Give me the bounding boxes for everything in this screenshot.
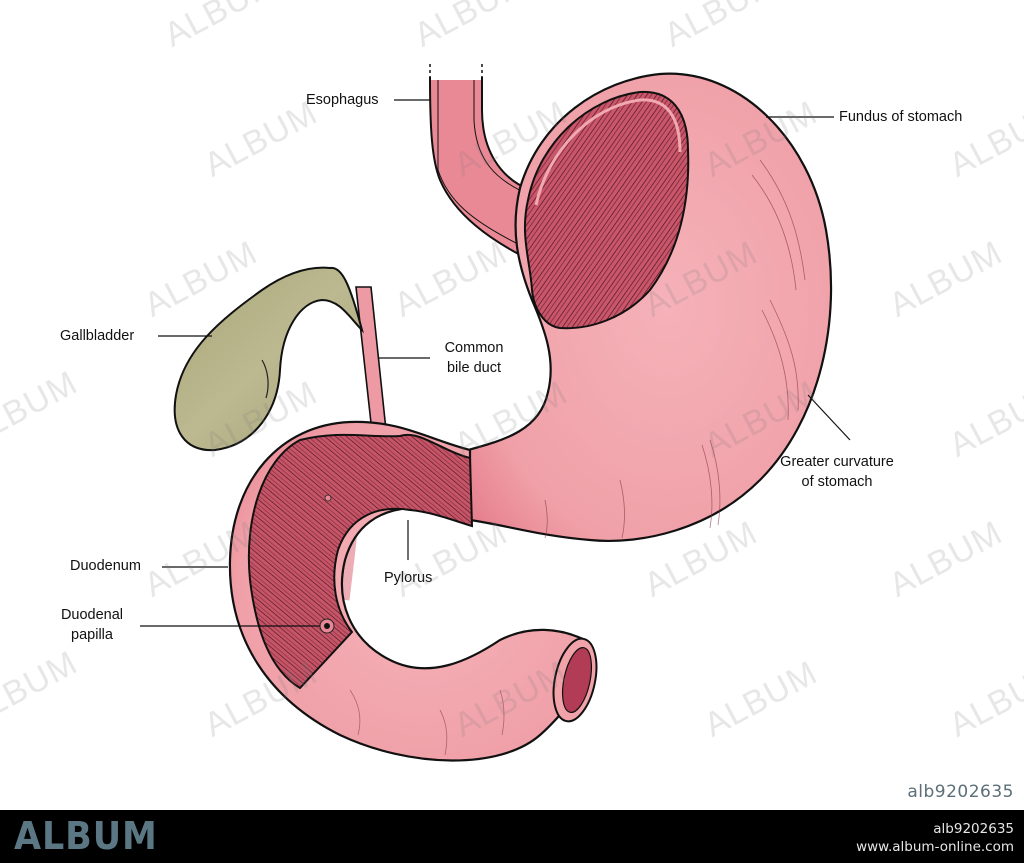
label-duodenal-papilla-line2: papilla bbox=[71, 627, 113, 643]
gallbladder-shape bbox=[173, 266, 364, 452]
website-link[interactable]: www.album-online.com bbox=[856, 839, 1014, 855]
label-greater-curvature-line2: of stomach bbox=[801, 474, 873, 490]
image-id-watermark: alb9202635 bbox=[907, 782, 1014, 802]
anatomy-illustration bbox=[140, 64, 851, 762]
footer-bar: ALBUM alb9202635 www.album-online.com bbox=[0, 810, 1024, 863]
label-gallbladder: Gallbladder bbox=[60, 328, 135, 344]
label-greater-curvature: Greater curvature of stomach bbox=[762, 452, 912, 492]
duodenum-opening bbox=[552, 637, 598, 723]
footer-meta: alb9202635 www.album-online.com bbox=[856, 820, 1014, 856]
label-duodenal-papilla-line1: Duodenal bbox=[60, 607, 124, 623]
stomach-mucosa bbox=[523, 90, 690, 330]
label-fundus-of-stomach: Fundus of stomach bbox=[839, 109, 963, 125]
label-common-bile-duct-line2: bile duct bbox=[446, 360, 501, 376]
anatomy-diagram: Esophagus Fundus of stomach Gallbladder … bbox=[0, 0, 1024, 802]
label-common-bile-duct-line1: Common bbox=[444, 340, 504, 356]
label-esophagus: Esophagus bbox=[306, 92, 379, 108]
label-pylorus: Pylorus bbox=[384, 570, 433, 586]
label-duodenal-papilla: Duodenal papilla bbox=[52, 605, 132, 645]
brand-logo[interactable]: ALBUM bbox=[14, 814, 158, 858]
duodenum-mucosa bbox=[247, 433, 474, 690]
image-id: alb9202635 bbox=[933, 821, 1014, 837]
leader-lines bbox=[140, 99, 851, 627]
label-greater-curvature-line1: Greater curvature bbox=[780, 454, 894, 470]
label-common-bile-duct: Common bile duct bbox=[432, 338, 516, 378]
label-duodenum: Duodenum bbox=[70, 558, 141, 574]
